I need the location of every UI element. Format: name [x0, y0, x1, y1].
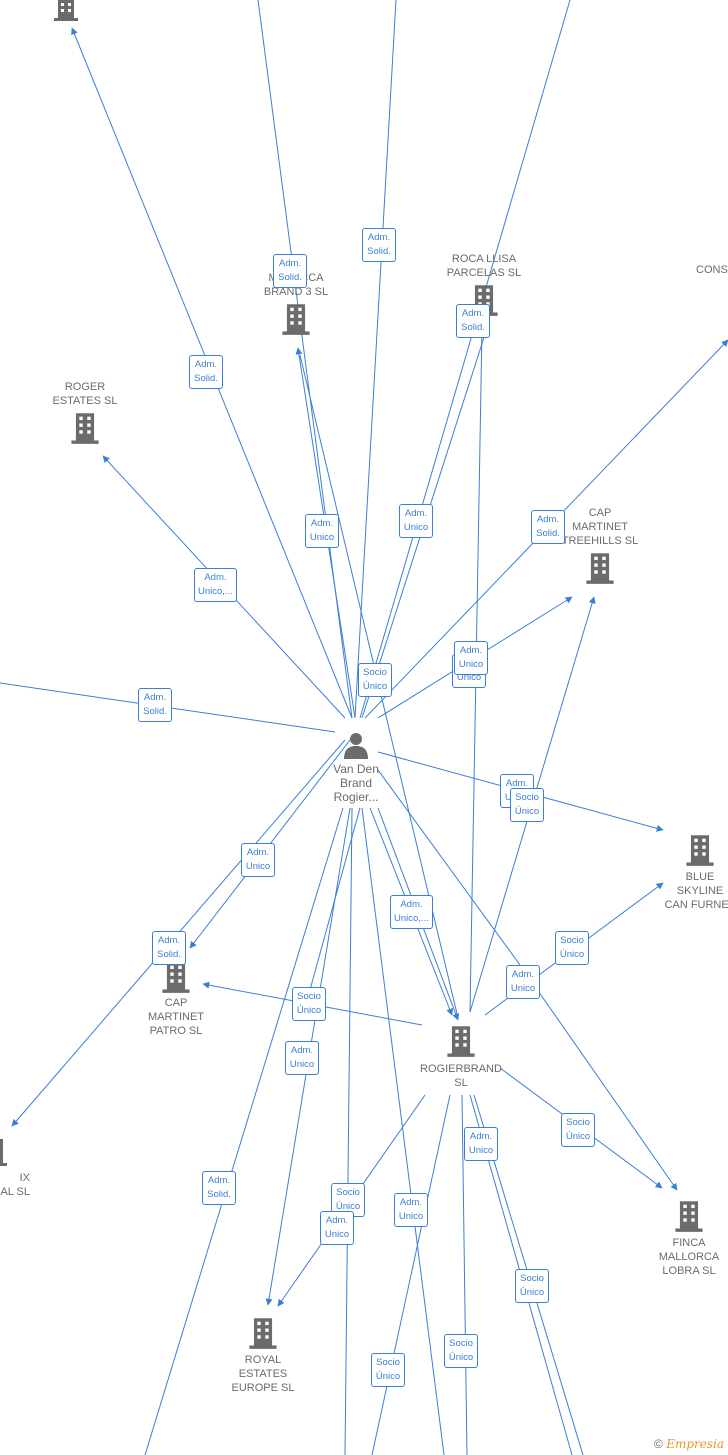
edge-label[interactable]: Socio Único	[292, 987, 326, 1021]
edge-label[interactable]: Adm. Unico	[305, 514, 339, 548]
edge-label[interactable]: Adm. Solid.	[456, 304, 490, 338]
relationship-edge	[257, 0, 353, 719]
person-node-center[interactable]: Van Den Brand Rogier...	[316, 730, 396, 804]
relationship-edge	[377, 769, 521, 966]
node-label: ROGIERBRAND SL	[420, 1063, 502, 1089]
person-icon	[344, 733, 368, 759]
node-label: CONS	[696, 264, 728, 276]
edge-label[interactable]: Socio Único	[555, 931, 589, 965]
building-icon	[586, 553, 614, 584]
node-label: CAP MARTINET PATRO SL	[147, 997, 205, 1037]
copyright-footer: © Empresia	[654, 1437, 724, 1451]
edge-label[interactable]: Socio Único	[371, 1353, 405, 1387]
edge-label[interactable]: Adm. Unico	[506, 965, 540, 999]
edge-label[interactable]: Socio Único	[510, 788, 544, 822]
edge-label[interactable]: Adm. Unico	[320, 1211, 354, 1245]
relationship-edge	[354, 0, 397, 719]
edge-label[interactable]: Adm. Unico	[394, 1193, 428, 1227]
edge-label[interactable]: Adm. Solid.	[138, 688, 172, 722]
company-node-cap-martinet-treehills[interactable]: CAP MARTINET TREEHILLS SL	[535, 506, 665, 586]
edge-label[interactable]: Adm. Solid.	[152, 931, 186, 965]
node-label: IX AL SL	[0, 1172, 30, 1198]
edge-label[interactable]: Adm. Unico	[399, 504, 433, 538]
edge-label[interactable]: Adm. Solid.	[273, 254, 307, 288]
node-label: FINCA MALLORCA LOBRA SL	[658, 1237, 720, 1277]
node-label: BLUE SKYLINE CAN FURNET	[664, 871, 728, 911]
person-name: Van Den Brand Rogier...	[333, 762, 379, 804]
company-node-cap-martinet-patro[interactable]: CAP MARTINET PATRO SL	[111, 960, 241, 1038]
edge-label[interactable]: Socio Único	[444, 1334, 478, 1368]
brand-logo: Empresia	[666, 1437, 724, 1451]
edge-label[interactable]: Adm. Unico,...	[390, 895, 433, 929]
copyright-symbol: ©	[654, 1437, 663, 1451]
edge-label[interactable]: Adm. Unico	[241, 843, 275, 877]
building-icon	[162, 962, 190, 993]
building-icon	[54, 0, 78, 21]
edge-label[interactable]: Adm. Solid.	[202, 1171, 236, 1205]
company-node-rogierbrand[interactable]: ROGIERBRAND SL	[396, 1022, 526, 1090]
company-node-cons[interactable]: CONS	[696, 263, 728, 277]
building-icon	[447, 1026, 475, 1057]
node-label: ROYAL ESTATES EUROPE SL	[231, 1354, 295, 1394]
node-label: CAP MARTINET TREEHILLS SL	[561, 507, 639, 547]
node-label: ROCA LLISA PARCELAS SL	[446, 253, 522, 279]
node-label: ROGER ESTATES SL	[52, 381, 118, 407]
company-node-royal-estates[interactable]: ROYAL ESTATES EUROPE SL	[198, 1315, 328, 1395]
building-icon	[71, 413, 99, 444]
relationship-edge	[519, 964, 678, 1191]
edge-label[interactable]: Adm. Solid.	[362, 228, 396, 262]
relationship-edge	[361, 807, 445, 1455]
relationship-edge	[359, 0, 571, 719]
relationship-edge	[344, 807, 353, 1455]
building-icon	[686, 835, 714, 866]
edge-label[interactable]: Adm. Unico	[285, 1041, 319, 1075]
relationship-edge	[461, 1094, 468, 1455]
company-node-top-left[interactable]	[1, 0, 131, 22]
building-icon	[675, 1201, 703, 1232]
edge-label[interactable]: Adm. Solid.	[531, 510, 565, 544]
company-node-ix[interactable]: IX AL SL	[0, 1135, 30, 1199]
edge-label[interactable]: Socio Único	[515, 1269, 549, 1303]
building-icon	[0, 1139, 7, 1166]
edge-label[interactable]: Adm. Solid.	[189, 355, 223, 389]
edge-label[interactable]: Adm. Unico	[454, 641, 488, 675]
relationship-edge	[371, 1094, 451, 1455]
edge-label[interactable]: Socio Único	[561, 1113, 595, 1147]
relationship-edge	[304, 807, 361, 1009]
company-node-finca-mallorca[interactable]: FINCA MALLORCA LOBRA SL	[624, 1198, 728, 1278]
relationship-edge	[144, 807, 344, 1455]
edge-label[interactable]: Adm. Unico,...	[194, 568, 237, 602]
edge-label[interactable]: Socio Único	[358, 663, 392, 697]
building-icon	[282, 304, 310, 335]
building-icon	[249, 1318, 277, 1349]
company-node-roger[interactable]: ROGER ESTATES SL	[20, 380, 150, 446]
company-node-blue-skyline[interactable]: BLUE SKYLINE CAN FURNET	[660, 832, 728, 912]
edge-label[interactable]: Adm. Unico	[464, 1127, 498, 1161]
